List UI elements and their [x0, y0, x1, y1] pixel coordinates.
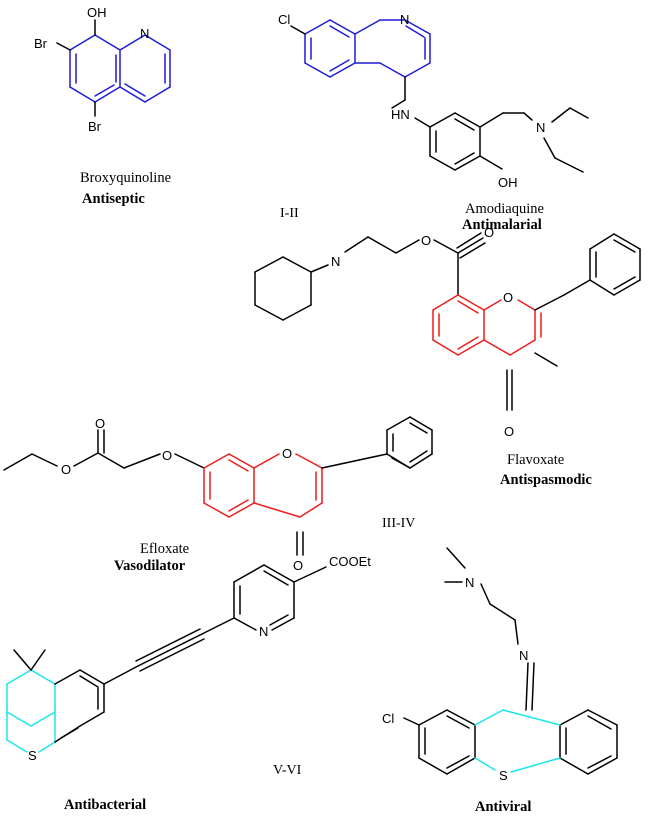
activity-label: Antispasmodic	[500, 472, 592, 488]
ester-group-label: COOEt	[329, 554, 371, 569]
activity-label: Antimalarial	[462, 217, 542, 233]
compound-name: Amodiaquine	[465, 201, 544, 217]
compound-name: Efloxate	[140, 541, 189, 557]
broxyquinoline-structure: OH Br N Br Broxyquinoline Antiseptic	[34, 5, 171, 207]
compound-name: Broxyquinoline	[80, 170, 171, 186]
ketone-oxygen-label: O	[293, 558, 303, 573]
ester-oxygen-label: O	[61, 462, 71, 477]
imine-nitrogen-label: N	[519, 648, 528, 663]
nitrogen-label: N	[536, 120, 545, 135]
group-label: I-II	[280, 206, 299, 221]
activity-label: Antibacterial	[64, 797, 146, 813]
hydroxyl-label: OH	[87, 5, 107, 20]
sulfur-label: S	[28, 748, 37, 763]
flavoxate-structure: O O N O O Flavoxate Antispasmodic	[254, 225, 641, 488]
ether-oxygen-label: O	[162, 448, 172, 463]
bromo-label: Br	[34, 36, 48, 51]
ring-oxygen-label: O	[503, 290, 513, 305]
chloro-label: Cl	[278, 12, 290, 27]
nitrogen-label: N	[140, 26, 149, 41]
nitrogen-label: N	[465, 575, 474, 590]
amodiaquine-structure: Cl N HN N OH I-II Amodiaquine Antimalari…	[278, 12, 589, 233]
ketone-oxygen-label: O	[504, 424, 514, 439]
hydroxyl-label: OH	[498, 175, 518, 190]
carbonyl-oxygen-label: O	[484, 225, 494, 240]
sulfur-label: S	[499, 768, 508, 783]
antiviral-structure: N N Cl S Antiviral	[382, 547, 618, 815]
compound-name: Flavoxate	[507, 452, 564, 468]
activity-label: Antiviral	[475, 799, 531, 815]
ester-oxygen-label: O	[421, 233, 431, 248]
nitrogen-label: N	[331, 254, 340, 269]
nitrogen-label: N	[259, 624, 268, 639]
efloxate-structure: O O O O O III-IV Efloxate Vasodilator	[3, 416, 433, 574]
carbonyl-oxygen-label: O	[95, 416, 105, 431]
antibacterial-structure: S N COOEt V-VI Antibacterial	[6, 554, 371, 813]
group-label: III-IV	[382, 516, 415, 531]
activity-label: Vasodilator	[114, 558, 186, 574]
bromo-label: Br	[88, 119, 102, 134]
chloro-label: Cl	[382, 711, 394, 726]
amine-label: HN	[391, 107, 410, 122]
group-label: V-VI	[273, 763, 302, 778]
nitrogen-label: N	[400, 12, 409, 27]
activity-label: Antiseptic	[82, 191, 145, 207]
ring-oxygen-label: O	[282, 446, 292, 461]
